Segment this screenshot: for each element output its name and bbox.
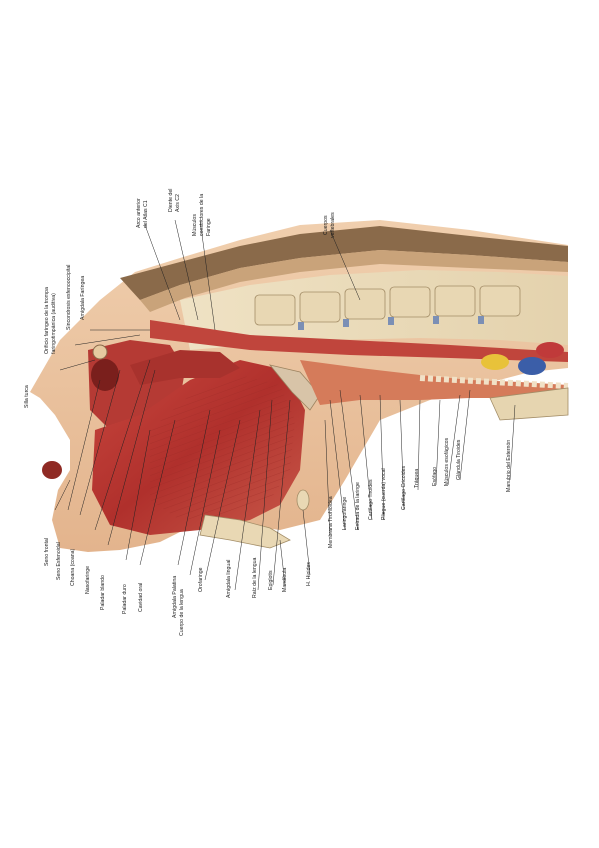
pharyngeal-wall — [150, 320, 568, 362]
label-vertebrales: vertebrales — [330, 212, 336, 238]
larynx — [300, 360, 568, 405]
cranial-base-highlight — [140, 250, 568, 312]
label-cartilago-tiroides: Cartílago Tiroides — [368, 479, 374, 520]
label-paladar-duro: Paladar duro — [122, 584, 128, 614]
label-entrada-laringe: Entrada de la laringe — [355, 482, 361, 530]
label-hioides: H. Hioides — [306, 562, 312, 586]
label-pliegue-vocal: Pliegue (cuerda) vocal — [381, 468, 387, 520]
label-musculos-esofagicos: Músculos esofágicos — [444, 437, 450, 486]
label-epiglotis: Epiglotis — [268, 570, 274, 590]
soft-palate — [130, 350, 240, 385]
vertebral-column — [180, 270, 568, 350]
label-orofaringe: Orofaringe — [198, 567, 204, 592]
label-amigdala-faringea: Amígdala Faríngea — [80, 275, 86, 320]
label-silla-turca: Silla turca — [24, 385, 30, 408]
label-axis: Axis C2 — [175, 194, 181, 212]
label-del-atlas: del Atlas C1 — [143, 200, 149, 228]
label-faringotimpanica: faringotimpánica (auditiva) — [51, 293, 57, 354]
label-choana: Choana (coana) — [70, 548, 76, 586]
frontal-sinus — [42, 461, 62, 479]
sphenoid-sinus — [91, 359, 119, 391]
label-membrana: Membrana Tirohioidea — [328, 496, 334, 548]
label-diente: Diente del — [168, 188, 174, 212]
label-faringe: Faringe — [206, 218, 212, 236]
label-esofago: Esófago — [432, 466, 438, 486]
label-cavidad-oral: Cavidad oral — [138, 582, 144, 612]
trachea-rings — [419, 375, 569, 389]
leader-lines — [54, 219, 516, 591]
mandible — [199, 514, 291, 549]
label-amigdala-lingual: Amígdala lingual — [226, 559, 232, 598]
label-nasofaringe: Nasofaringe — [85, 566, 91, 594]
sella-turcica — [92, 344, 108, 360]
label-seno-frontal: Seno frontal — [44, 538, 50, 566]
label-glandula-tiroides: Glándula Tiroides — [456, 439, 462, 480]
label-cuerpos: Cuerpos — [323, 215, 329, 235]
thyroid-gland-shape — [481, 354, 509, 370]
cranial-base-bone — [120, 226, 568, 300]
label-manubrio: Manubrio del Esternón — [506, 439, 512, 492]
sternum-manubrium — [489, 387, 569, 421]
thyroid-vessel-2 — [536, 342, 564, 358]
label-arco-anterior: Arco anterior — [136, 198, 142, 228]
label-traquea: Tráquea — [414, 468, 420, 488]
label-amigdala-palatina: Amígdala Palatina — [172, 575, 178, 618]
hyoid — [296, 489, 310, 511]
label-constrictores: constrictores de la — [199, 193, 205, 236]
label-cartilago-cricoides: Cartílago Cricoides — [401, 465, 407, 510]
label-mandibula: Mandíbula — [282, 567, 288, 592]
label-cuerpo-lengua: Cuerpo de la lengua — [179, 589, 185, 636]
label-orificio: Orificio faríngeo de la trompa — [44, 287, 50, 354]
label-seno-esfenoidal: Seno Esfenoidal — [56, 542, 62, 580]
label-paladar-blando: Paladar blando — [100, 575, 106, 610]
label-raiz-lengua: Raíz de la lengua — [252, 557, 258, 598]
thyroid-vessel — [518, 357, 546, 375]
label-sincondrosis: Sincondrosis esfenooccipital — [66, 264, 72, 330]
tongue-fibers — [150, 375, 295, 520]
epiglottis-shape — [268, 364, 321, 411]
label-laringofaringe: Laringofaringe — [342, 496, 348, 530]
label-musculos: Músculos — [192, 214, 198, 236]
